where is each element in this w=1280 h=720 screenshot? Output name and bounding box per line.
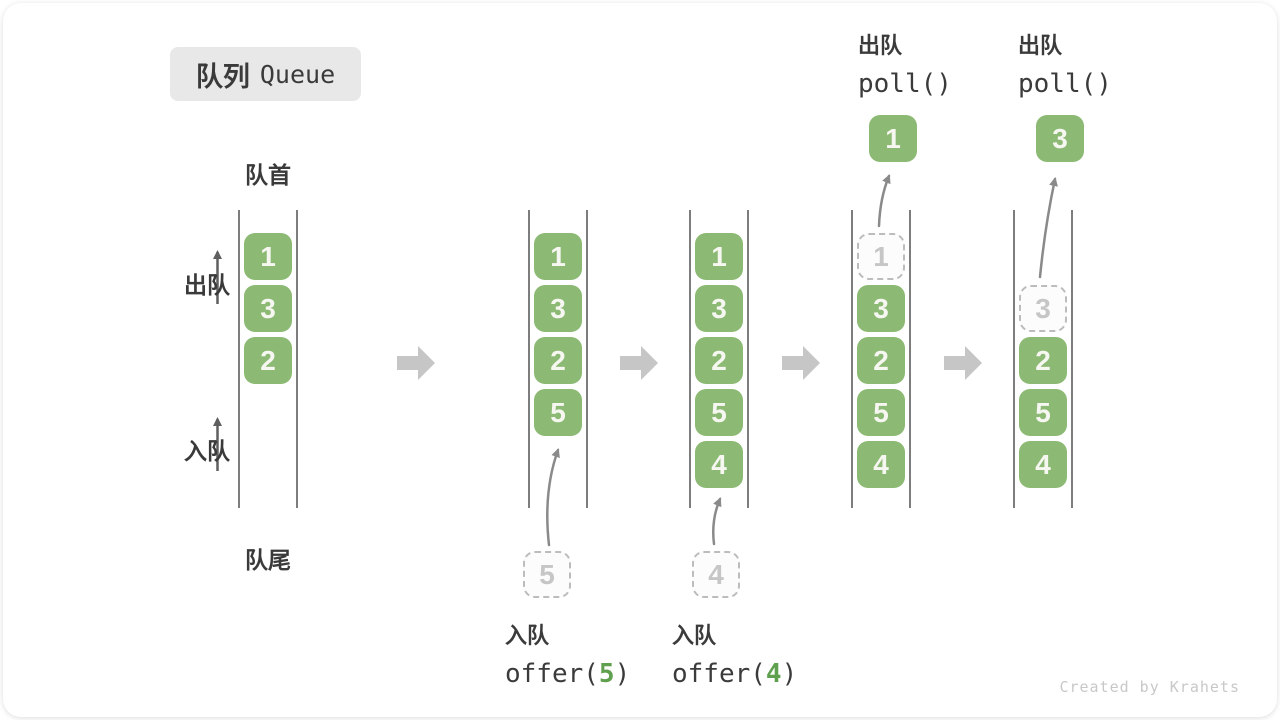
label-queue-rear: 队尾	[245, 547, 291, 573]
watermark: Created by Krahets	[1059, 678, 1240, 696]
queue-cell: 5	[695, 389, 743, 436]
queue-wall	[1071, 210, 1073, 508]
queue-wall	[689, 210, 691, 508]
code-arg: 5	[598, 659, 615, 689]
queue-wall	[296, 210, 298, 508]
queue-cell: 2	[244, 337, 292, 384]
queue-wall	[909, 210, 911, 508]
queue-cell: 3	[244, 285, 292, 332]
queue-cell: 2	[695, 337, 743, 384]
queue-cell: 4	[695, 441, 743, 488]
polled-element: 1	[869, 115, 917, 162]
queue-cell: 4	[1019, 441, 1067, 488]
queue-cell: 3	[534, 285, 582, 332]
diagram-canvas	[3, 3, 1277, 717]
queue-wall	[238, 210, 240, 508]
queue-cell: 1	[534, 233, 582, 280]
queue-cell: 5	[857, 389, 905, 436]
operation-poll1-code: poll()	[858, 69, 952, 99]
queue-cell: 3	[857, 285, 905, 332]
operation-poll-1: 出队 poll()	[858, 28, 952, 99]
queue-cell: 5	[1019, 389, 1067, 436]
operation-poll2-zh: 出队	[1018, 33, 1063, 58]
operation-enqueue5-zh: 入队	[505, 623, 550, 648]
title-zh: 队列	[195, 61, 250, 92]
queue-cell: 2	[1019, 337, 1067, 384]
queue-wall	[1013, 210, 1015, 508]
queue-cell: 3	[695, 285, 743, 332]
queue-wall	[747, 210, 749, 508]
code-pre: offer(	[505, 659, 599, 689]
operation-poll-2: 出队 poll()	[1018, 28, 1112, 99]
polled-slot-ghost: 1	[857, 233, 905, 280]
operation-poll1-zh: 出队	[858, 33, 903, 58]
operation-enqueue5-code: offer(5)	[505, 659, 630, 689]
title-badge: 队列 Queue	[170, 47, 361, 101]
queue-cell: 4	[857, 441, 905, 488]
code-arg: 4	[765, 659, 782, 689]
code-post: )	[781, 659, 798, 689]
incoming-element: 4	[692, 551, 740, 598]
operation-enqueue4-code: offer(4)	[672, 659, 797, 689]
queue-cell: 2	[534, 337, 582, 384]
queue-cell: 2	[857, 337, 905, 384]
label-enqueue: 入队	[184, 438, 230, 464]
queue-cell: 5	[534, 389, 582, 436]
polled-slot-ghost: 3	[1019, 285, 1067, 332]
operation-enqueue4-zh: 入队	[672, 623, 717, 648]
operation-poll2-code: poll()	[1018, 69, 1112, 99]
queue-wall	[586, 210, 588, 508]
polled-element: 3	[1036, 115, 1084, 162]
label-dequeue: 出队	[184, 272, 230, 298]
code-pre: offer(	[672, 659, 766, 689]
code-post: )	[614, 659, 631, 689]
queue-cell: 1	[695, 233, 743, 280]
queue-wall	[528, 210, 530, 508]
queue-wall	[851, 210, 853, 508]
incoming-element: 5	[523, 551, 571, 598]
operation-enqueue4: 入队 offer(4)	[672, 618, 797, 689]
operation-enqueue5: 入队 offer(5)	[505, 618, 630, 689]
queue-cell: 1	[244, 233, 292, 280]
title-en: Queue	[259, 59, 336, 89]
label-queue-front: 队首	[245, 162, 291, 188]
